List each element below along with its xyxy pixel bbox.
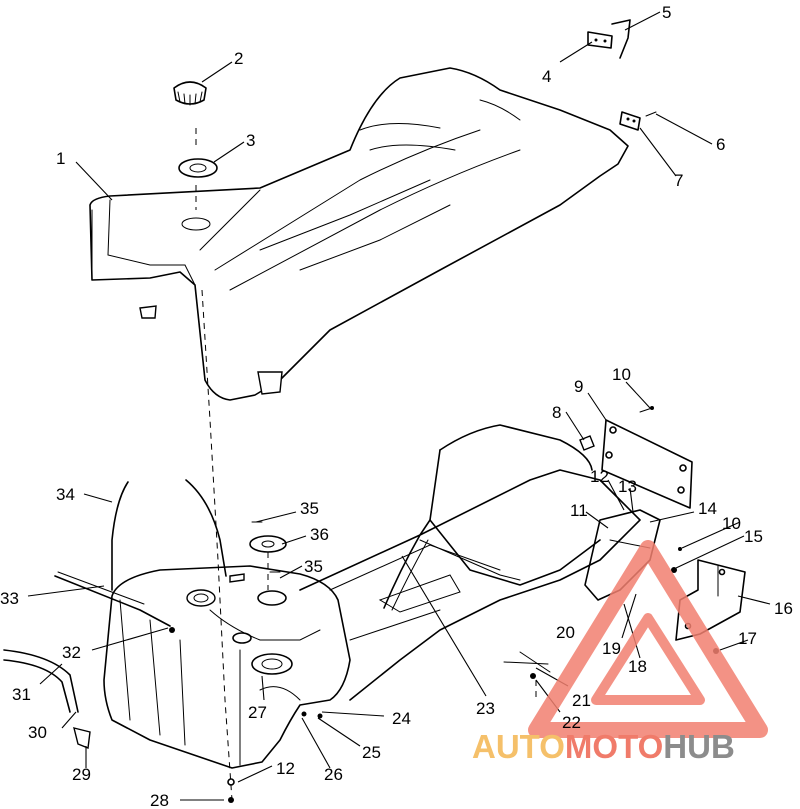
callout-2: 2 [234, 49, 243, 68]
callout-18: 18 [628, 657, 647, 676]
callout-5: 5 [662, 3, 671, 22]
callout-4: 4 [542, 67, 551, 86]
cap-gasket [178, 158, 218, 178]
watermark-hub: HUB [663, 728, 735, 765]
watermark-text: AUTOMOTOHUB [472, 728, 735, 765]
callout-21: 21 [572, 691, 591, 710]
seat-hinge-plate [619, 111, 657, 131]
fuel-sender [249, 521, 287, 606]
mounting-plate [601, 419, 693, 509]
fuel-tank [103, 565, 351, 769]
callout-19: 19 [602, 639, 621, 658]
callout-30: 30 [28, 723, 47, 742]
watermark-moto: MOTO [565, 728, 663, 765]
callout-3: 3 [246, 131, 255, 150]
seat [89, 67, 629, 401]
callout-1: 1 [56, 149, 65, 168]
callout-labels: 1 2 3 4 5 6 7 8 9 10 10 11 12 12 13 14 1… [0, 3, 793, 809]
callout-33: 33 [0, 589, 19, 608]
watermark-triangle [528, 540, 768, 738]
fuel-cap [173, 81, 207, 106]
callout-34: 34 [56, 485, 75, 504]
callout-22: 22 [562, 713, 581, 732]
callout-25: 25 [362, 743, 381, 762]
watermark-auto: AUTO [472, 728, 565, 765]
callout-6: 6 [716, 135, 725, 154]
callout-23: 23 [476, 699, 495, 718]
callout-14: 14 [698, 499, 717, 518]
callout-8: 8 [552, 403, 561, 422]
callout-17: 17 [738, 629, 757, 648]
callout-10-right: 10 [722, 514, 741, 533]
callout-12-bottom: 12 [276, 759, 295, 778]
chassis-frame [299, 424, 661, 701]
callout-12-frame: 12 [590, 467, 609, 486]
callout-11: 11 [570, 501, 588, 520]
callout-20: 20 [556, 623, 575, 642]
callout-28: 28 [150, 791, 169, 809]
vent-hoses [54, 479, 227, 627]
callout-26: 26 [324, 765, 343, 784]
callout-35-mid: 35 [304, 557, 323, 576]
callout-29: 29 [72, 765, 91, 784]
rear-bracket [675, 559, 746, 641]
callout-7: 7 [674, 171, 683, 190]
callout-36: 36 [310, 525, 329, 544]
callout-31: 31 [12, 685, 31, 704]
callout-9: 9 [574, 377, 583, 396]
callout-35-top: 35 [300, 499, 319, 518]
fuel-line [3, 649, 91, 749]
callout-27: 27 [248, 703, 267, 722]
callout-15: 15 [744, 527, 763, 546]
callout-16: 16 [774, 599, 793, 618]
leader-lines [27, 11, 771, 801]
callout-24: 24 [392, 709, 411, 728]
callout-32: 32 [62, 643, 81, 662]
seat-latch-bracket [587, 19, 631, 59]
callout-10-top: 10 [612, 365, 631, 384]
callout-13: 13 [618, 477, 637, 496]
